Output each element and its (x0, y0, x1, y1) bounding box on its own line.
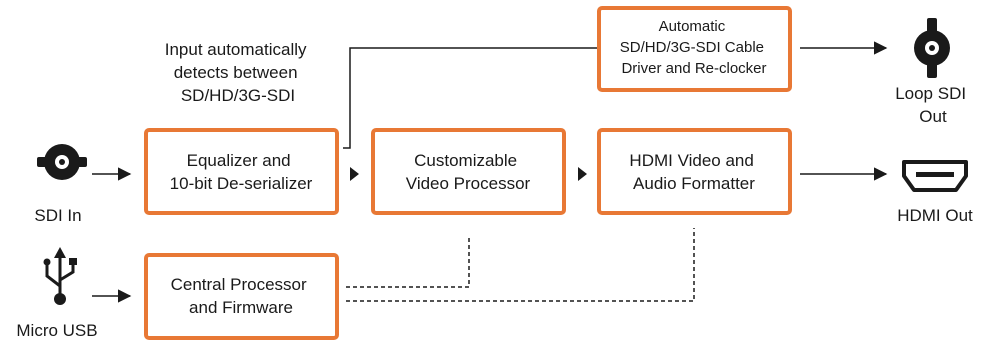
cable-driver-block (597, 6, 792, 92)
hdmi-formatter-block-line-1: HDMI Video and (629, 151, 753, 170)
hdmi-out-label: HDMI Out (897, 206, 973, 225)
hdmi-formatter-block (597, 128, 792, 215)
loop-sdi-out-label-line-2: Out (919, 107, 947, 126)
central-processor-block-line-1: Central Processor (171, 275, 307, 294)
line-equalizer-to-cable-driver (343, 47, 597, 149)
loop-sdi-out-label: Loop SDI Out (895, 84, 971, 126)
cable-driver-block-line-2: SD/HD/3G-SDI Cable (620, 39, 764, 56)
central-processor-block (144, 253, 339, 340)
central-processor-block-line-2: and Firmware (189, 298, 293, 317)
hdmi-out-connector-icon (902, 160, 968, 192)
sdi-in-label: SDI In (34, 206, 81, 225)
dashed-line-central-to-hdmi-formatter (346, 228, 695, 302)
video-processor-block-line-2: Video Processor (406, 174, 531, 193)
arrow-equalizer-to-video-processor (350, 167, 359, 181)
equalizer-block (144, 128, 339, 215)
annotation-line-1: Input automatically (165, 40, 307, 59)
hdmi-formatter-block-line-2: Audio Formatter (633, 174, 755, 193)
annotation-line-2: detects between (174, 63, 298, 82)
video-processor-block (371, 128, 566, 215)
cable-driver-block-line-3: Driver and Re-clocker (621, 60, 766, 77)
central-processor-block-label: Central Processor and Firmware (171, 275, 312, 317)
cable-driver-block-line-1: Automatic (659, 18, 726, 35)
usb-icon (43, 247, 77, 305)
arrow-video-processor-to-hdmi-formatter (578, 167, 587, 181)
equalizer-block-line-2: 10-bit De-serializer (170, 174, 313, 193)
dashed-line-central-to-video-processor (346, 238, 470, 288)
video-processor-block-line-1: Customizable (414, 151, 517, 170)
video-processor-block-label: Customizable Video Processor (406, 151, 531, 193)
micro-usb-label: Micro USB (16, 321, 97, 340)
cable-driver-block-label: Automatic SD/HD/3G-SDI Cable Driver and … (620, 18, 768, 77)
sdi-in-connector-icon (37, 144, 87, 180)
loop-sdi-out-connector-icon (914, 18, 950, 78)
hdmi-formatter-block-label: HDMI Video and Audio Formatter (629, 151, 758, 193)
loop-sdi-out-label-line-1: Loop SDI (895, 84, 966, 103)
annotation-text: Input automatically detects between SD/H… (165, 40, 311, 105)
annotation-line-3: SD/HD/3G-SDI (181, 86, 295, 105)
equalizer-block-line-1: Equalizer and (187, 151, 291, 170)
equalizer-block-label: Equalizer and 10-bit De-serializer (170, 151, 313, 193)
